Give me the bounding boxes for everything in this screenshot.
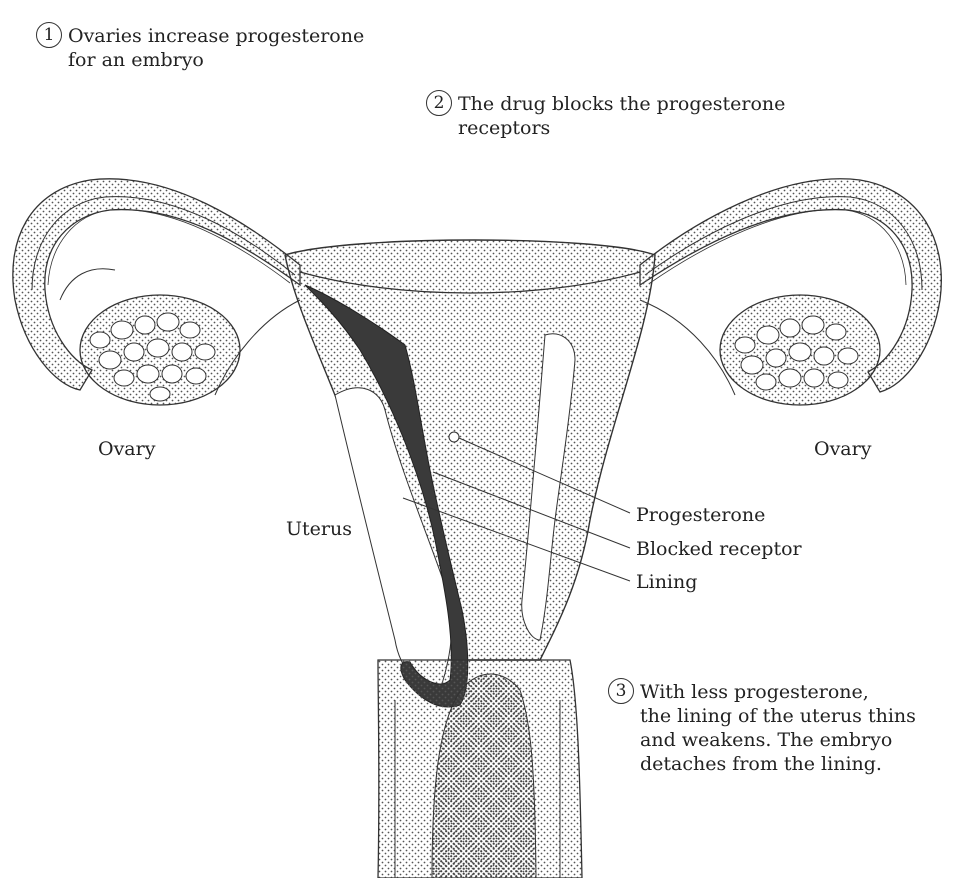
step-number-badge: 1 (36, 22, 62, 48)
label-ovary-right: Ovary (814, 438, 871, 460)
label-ovary-left: Ovary (98, 438, 155, 460)
step-text: The drug blocks the progesterone recepto… (458, 92, 785, 140)
step-2-annotation: 2 The drug blocks the progesterone recep… (426, 92, 785, 140)
label-progesterone: Progesterone (636, 504, 765, 526)
step-text: With less progesterone, the lining of th… (640, 680, 916, 776)
step-text: Ovaries increase progesterone for an emb… (68, 24, 364, 72)
step-number-badge: 2 (426, 90, 452, 116)
cervix-vagina (378, 660, 582, 878)
label-blocked-receptor: Blocked receptor (636, 538, 802, 560)
left-ovary (80, 295, 240, 405)
progesterone-molecule (449, 432, 459, 442)
label-uterus: Uterus (286, 518, 352, 540)
step-1-annotation: 1 Ovaries increase progesterone for an e… (36, 24, 364, 72)
label-lining: Lining (636, 571, 697, 593)
right-ovary (720, 295, 880, 405)
step-3-annotation: 3 With less progesterone, the lining of … (608, 680, 916, 776)
step-number-badge: 3 (608, 678, 634, 704)
